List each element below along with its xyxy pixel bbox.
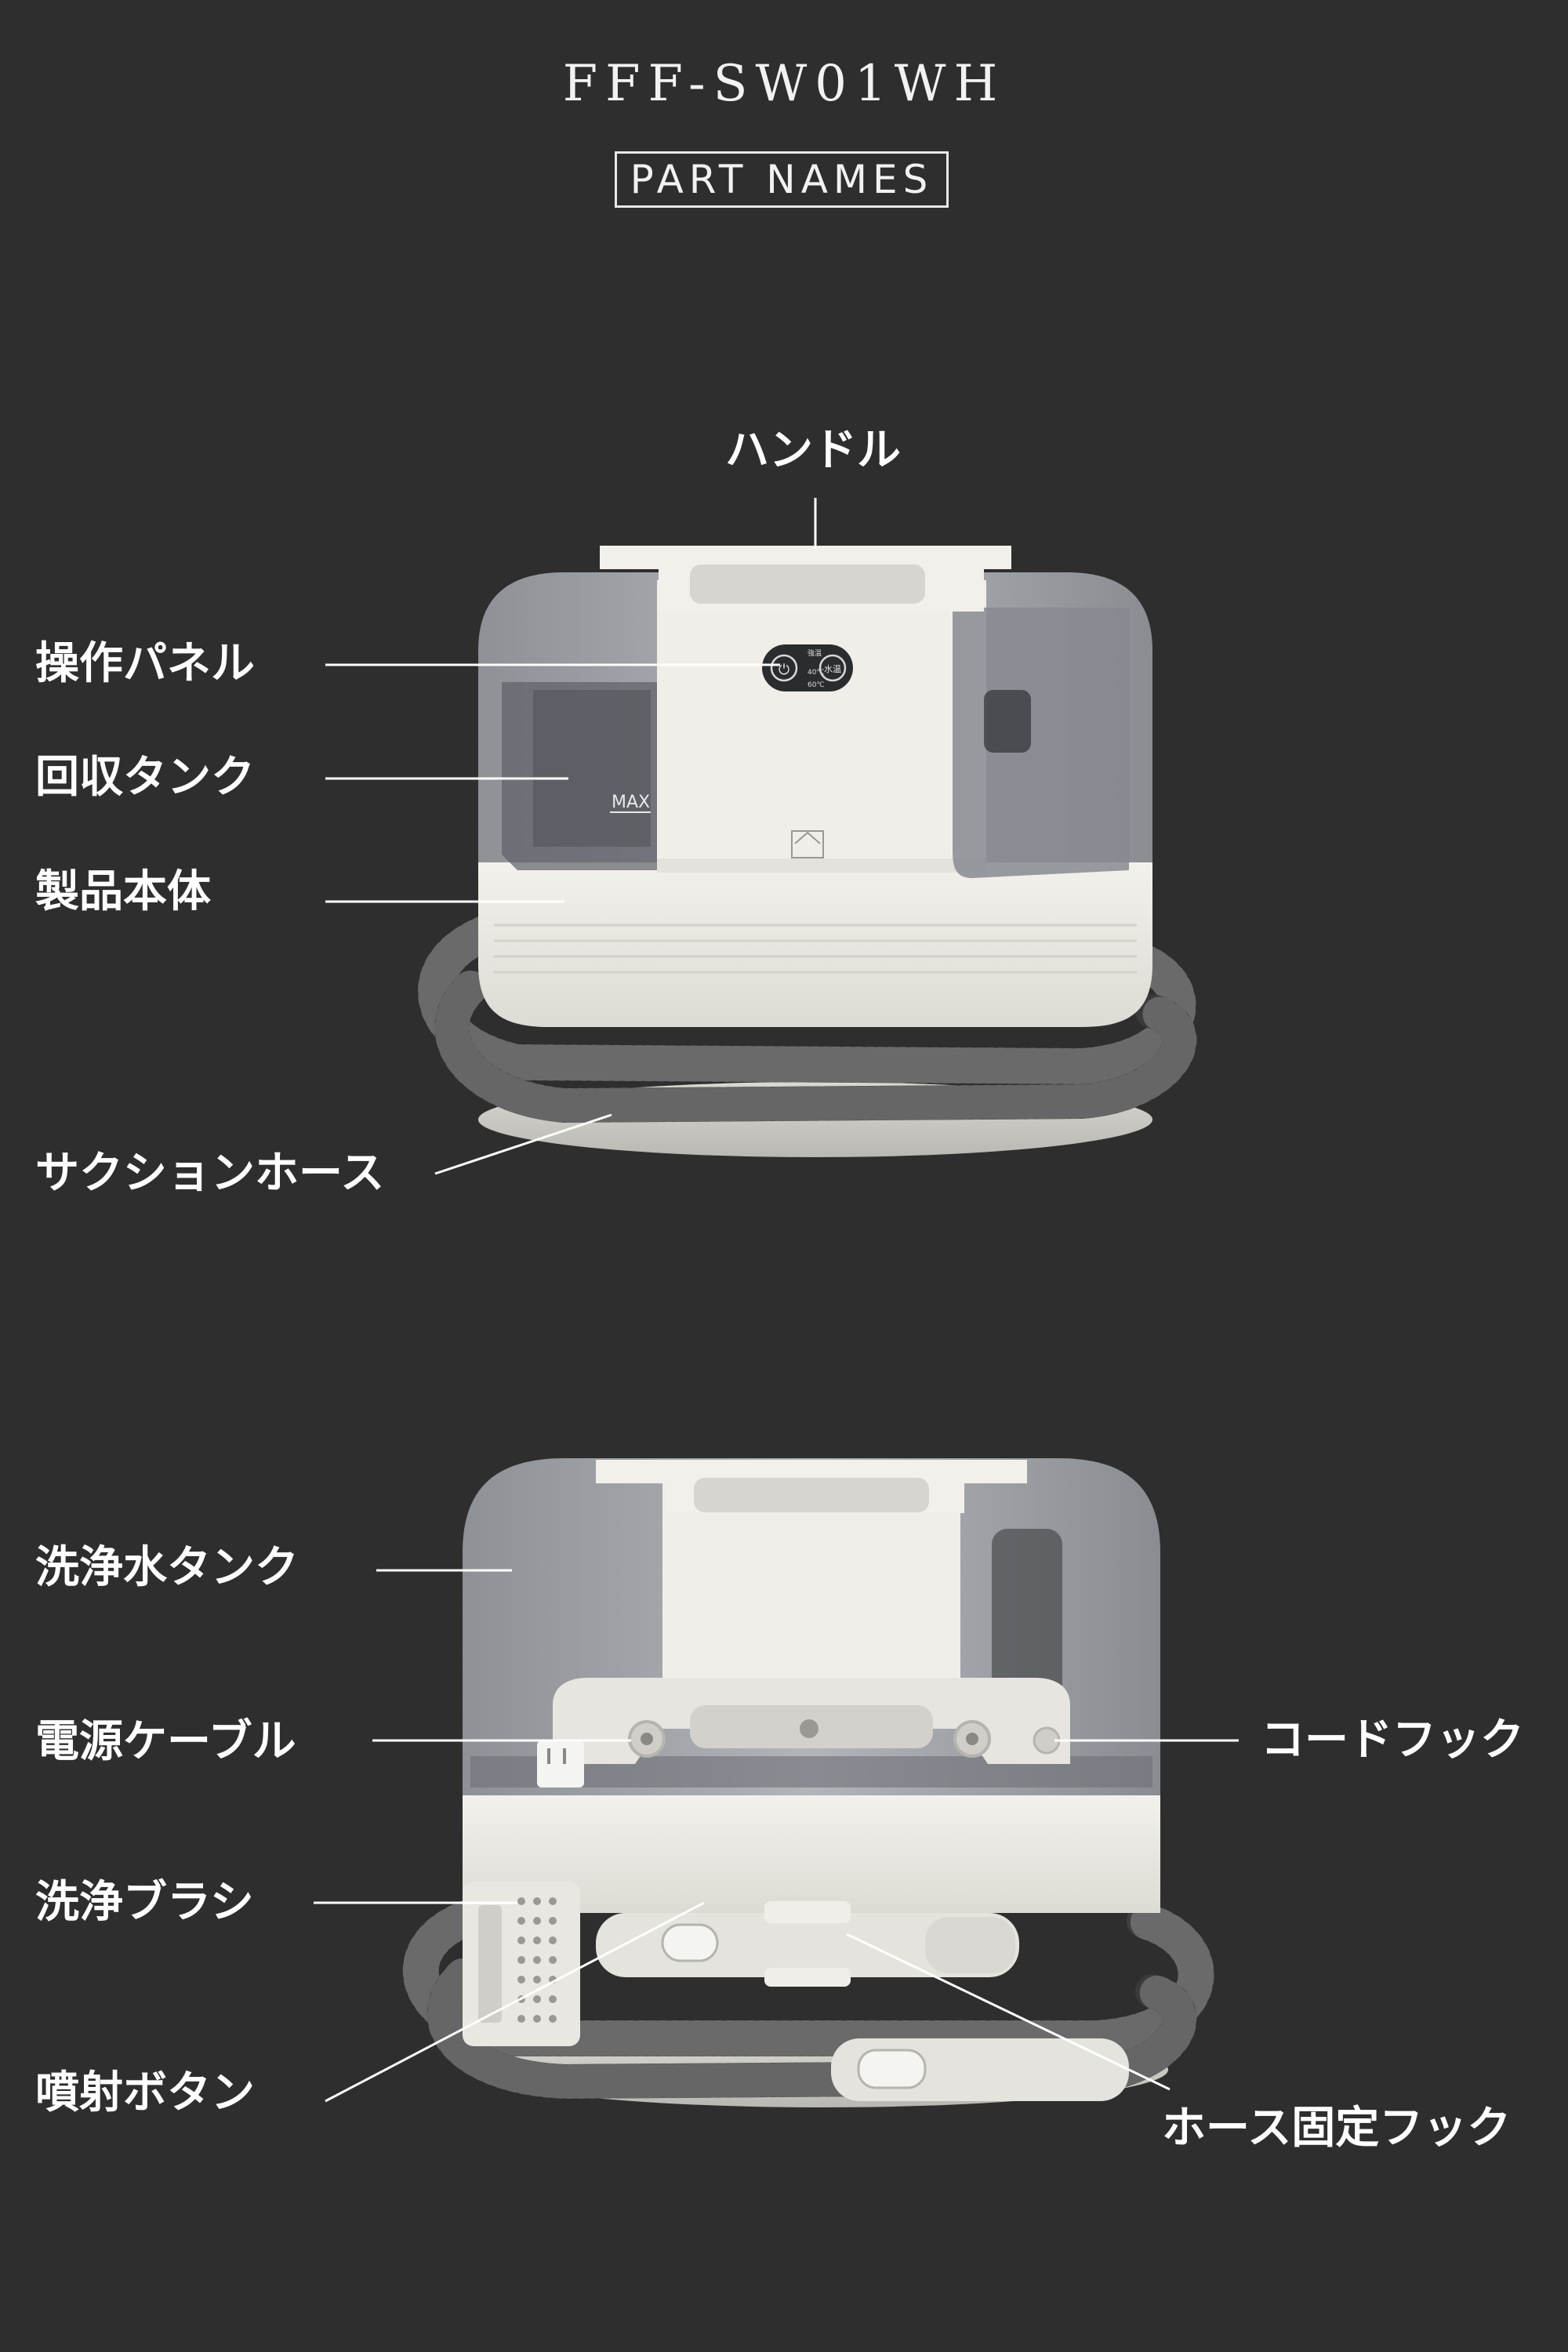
suction-hose-coils	[418, 915, 1197, 1123]
top-leader-lines	[325, 498, 817, 1175]
model-number: FFF-SW01WH	[562, 55, 1006, 113]
label-spray-button: 噴射ボタン	[35, 2067, 255, 2118]
label-suction-hose: サクションホース	[35, 1148, 385, 1199]
bottom-product	[402, 1458, 1214, 2107]
panel-mode-text: 水温	[824, 664, 841, 674]
label-control-panel: 操作パネル	[35, 638, 255, 689]
label-hose-hook: ホース固定フック	[1162, 2103, 1512, 2154]
label-power-cable: 電源ケーブル	[35, 1716, 296, 1767]
part-names-badge: PART NAMES	[615, 151, 949, 208]
label-main-body: 製品本体	[35, 866, 211, 917]
panel-temp-40: 40℃	[808, 669, 825, 677]
label-water-tank: 洗浄水タンク	[35, 1542, 299, 1593]
panel-power-symbol: ⏻	[779, 662, 789, 678]
panel-temp-60: 60℃	[808, 681, 825, 689]
label-recovery-tank: 回収タンク	[35, 752, 255, 803]
bottom-leader-lines	[314, 1569, 1239, 2103]
label-handle: ハンドル	[725, 425, 901, 476]
label-cord-hook: コードフック	[1261, 1715, 1524, 1766]
top-product: ⏻ 40℃ 60℃ 強温 水温 MAX	[418, 546, 1197, 1157]
label-cleaning-brush: 洗浄ブラシ	[35, 1877, 254, 1928]
panel-top-text: 強温	[808, 648, 822, 658]
max-mark: MAX	[612, 793, 650, 812]
